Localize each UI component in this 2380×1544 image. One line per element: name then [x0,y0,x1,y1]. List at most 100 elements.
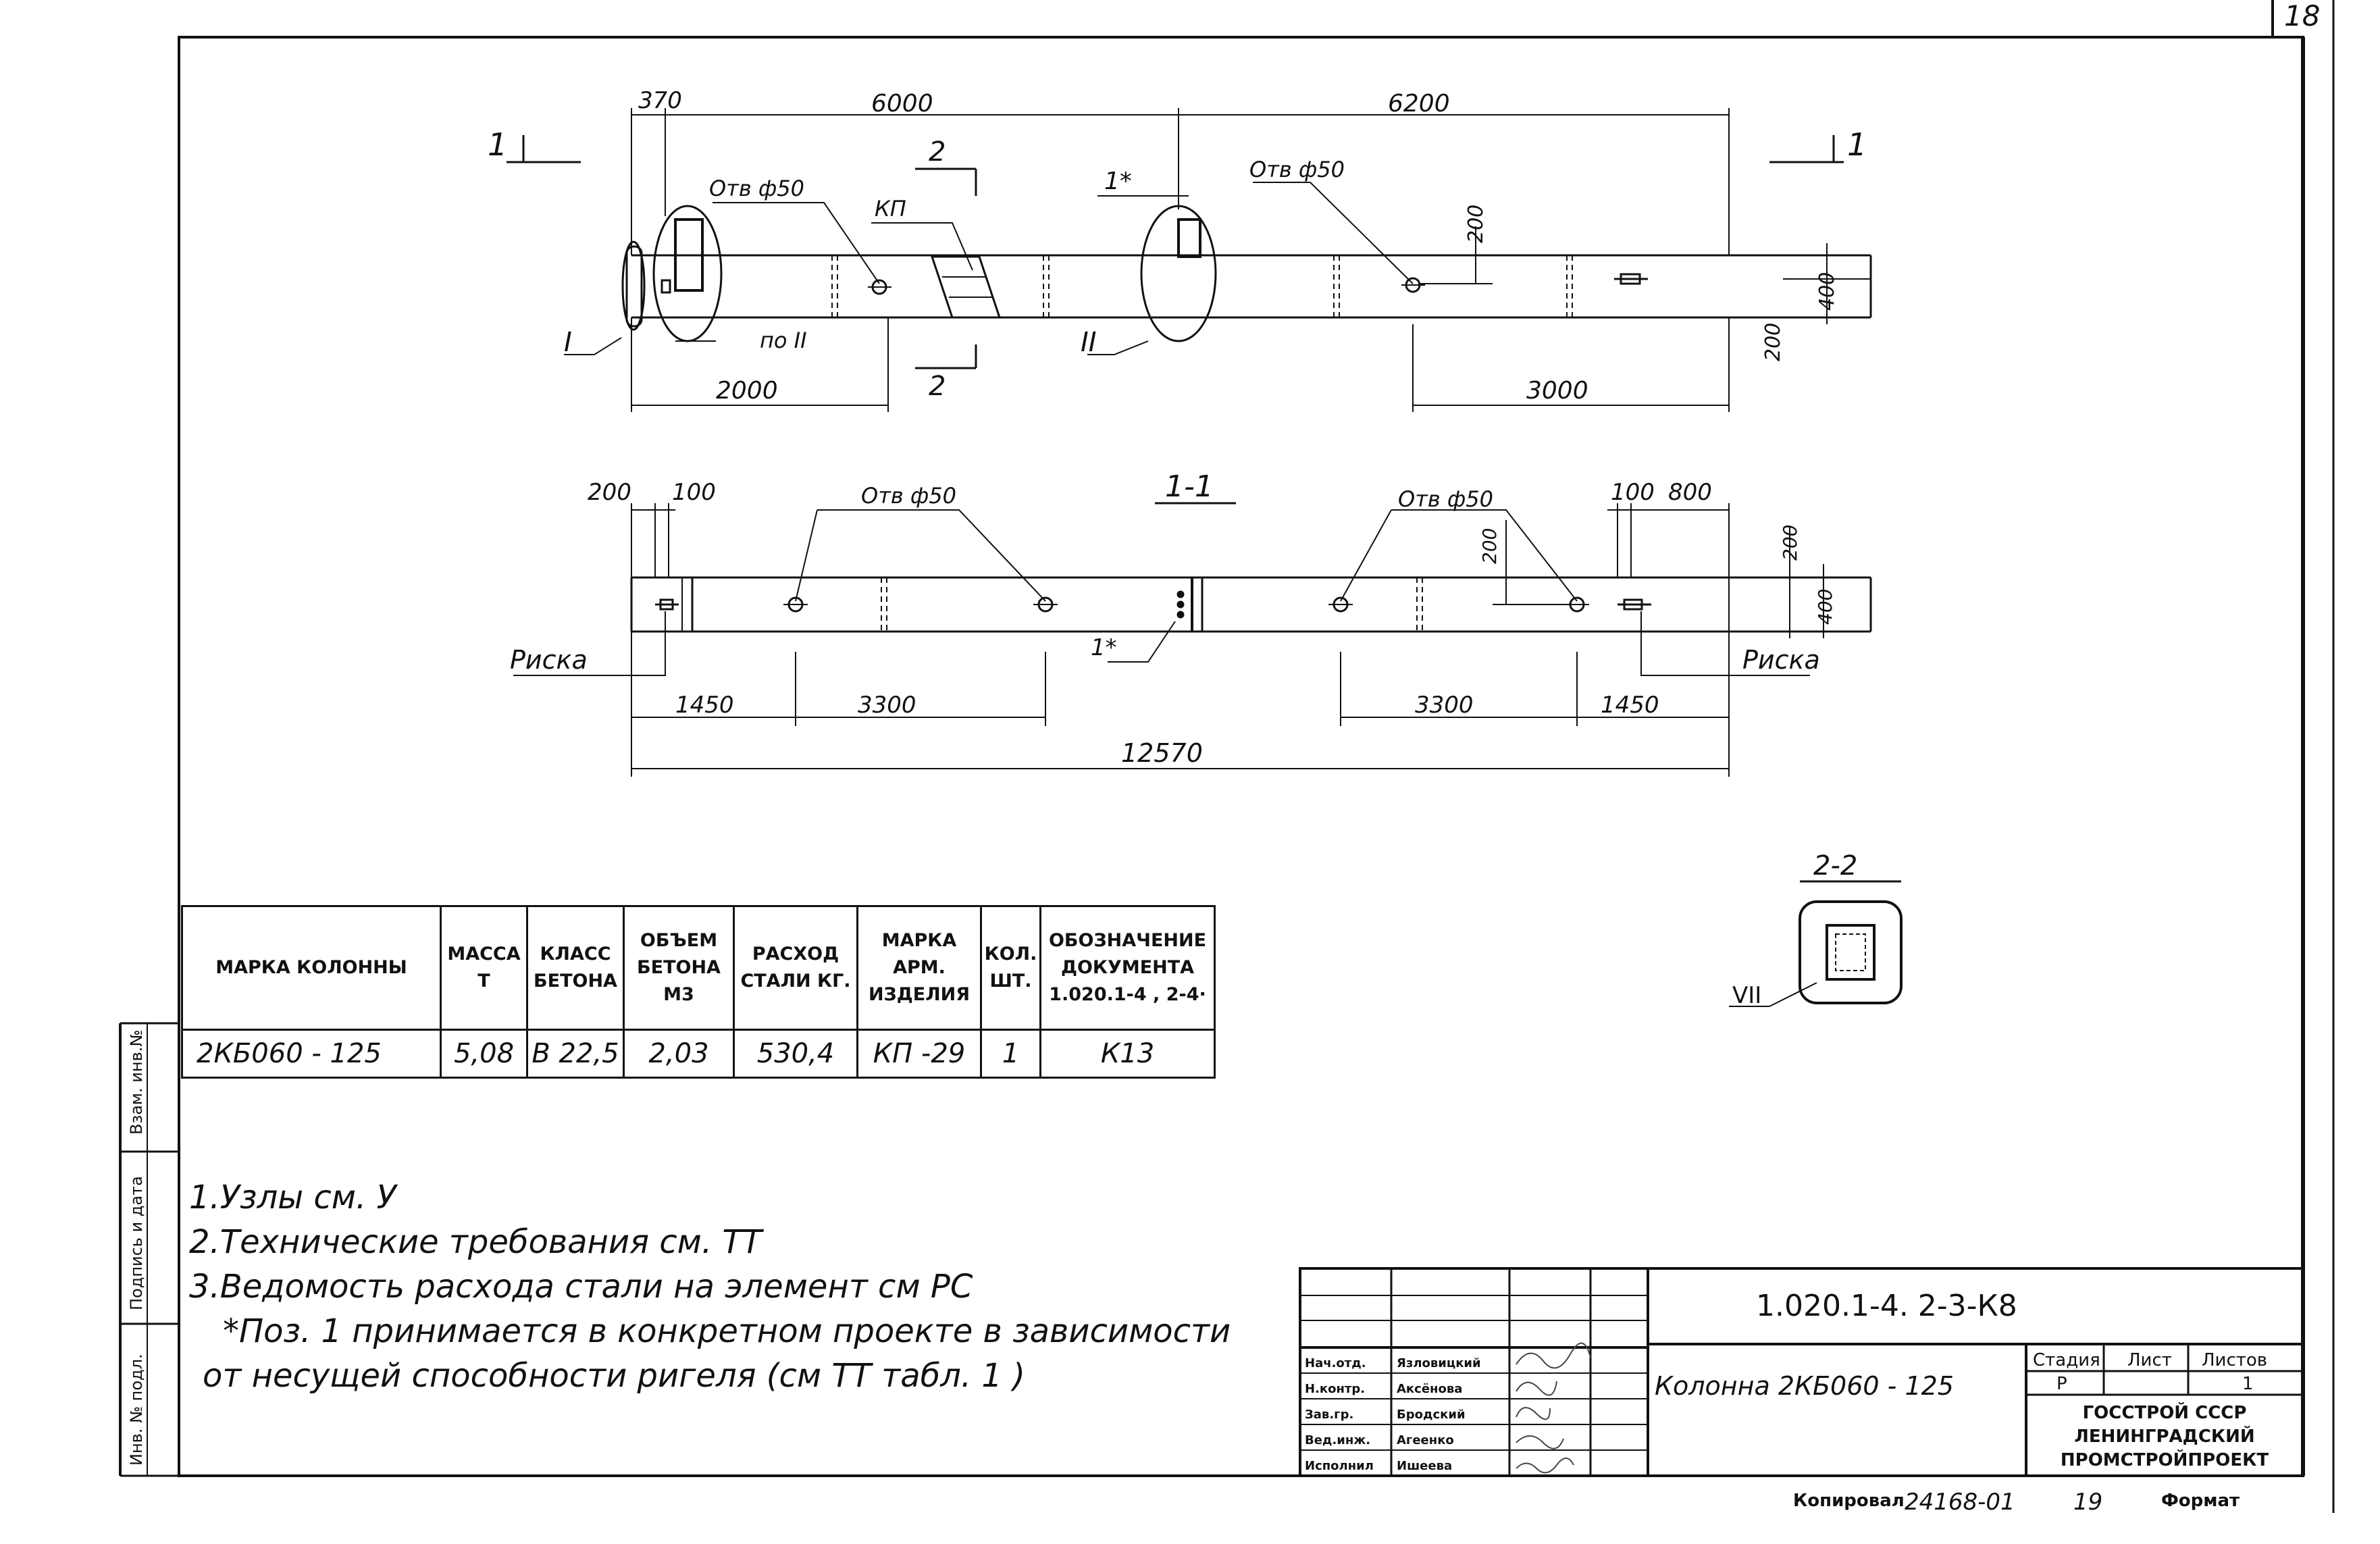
po-ii-label: по II [760,328,807,353]
stage-value: Р [2056,1374,2067,1394]
footer-copied-num: 24168-01 [1905,1489,2015,1516]
sheet-frame [119,0,2335,1513]
detail-label-1-top: 1* [1104,168,1132,195]
dim-400-side-1-1: 400 [1814,589,1836,625]
node-ii-left-oval [652,205,723,342]
sheets-header: Листов [2202,1350,2267,1370]
header-steel: РАСХОД СТАЛИ КГ. [733,905,858,1031]
dim-200-hole: 200 [1478,528,1501,564]
dim-200-side: 200 [1761,323,1785,361]
signatures [1516,1342,1591,1474]
dim-200-side-1-1: 200 [1779,525,1801,561]
hole-label-1-1-right: Отв ф50 [1398,486,1493,512]
dim-100-b: 100 [1611,479,1655,506]
notes: 1.Узлы см. У 2.Технические требования см… [189,1175,1231,1398]
cell-steel: 530,4 [733,1029,858,1079]
role-1: Н.контр. [1305,1382,1365,1396]
title-block [1299,1267,2304,1477]
name-1: Аксёнова [1397,1382,1462,1396]
note-5: от несущей способности ригеля (см ТТ таб… [203,1357,1025,1395]
section-mark-1-right: 1 [1847,126,1867,163]
header-qty: КОЛ. ШТ. [980,905,1041,1031]
spec-table-header: МАРКА КОЛОННЫ МАССА Т КЛАСС БЕТОНА ОБЪЕМ… [181,905,1216,1031]
dim-400: 400 [1815,272,1839,311]
role-2: Зав.гр. [1305,1408,1353,1422]
node-ii-label: II [1081,327,1097,358]
name-0: Язловицкий [1397,1356,1481,1370]
role-3: Вед.инж. [1305,1433,1370,1447]
name-2: Бродский [1397,1408,1466,1422]
sheets-value: 1 [2242,1374,2254,1394]
kp-label: КП [875,196,906,222]
page-number: 18 [2284,0,2320,32]
dim-total-12570: 12570 [1121,738,1203,768]
dim-200-top: 200 [1464,205,1488,243]
section-2-2 [1729,880,1903,1007]
hole-label-left: Отв ф50 [709,176,804,201]
role-0: Нач.отд. [1305,1356,1366,1370]
cell-arm-mark: КП -29 [856,1029,982,1079]
title-roles: Нач.отд. Н.контр. Зав.гр. Вед.инж. Испол… [1305,1356,1481,1473]
cell-volume: 2,03 [623,1029,735,1079]
dim-1450-left: 1450 [675,692,734,719]
note-4: *Поз. 1 принимается в конкретном проекте… [223,1312,1231,1350]
riska-right: Риска [1742,645,1820,675]
dim-100-a: 100 [672,479,716,506]
section-1-1-labels: 1-1 200 100 100 800 Отв ф50 Отв ф50 200 … [510,469,1836,768]
dim-1450-right: 1450 [1601,692,1659,719]
stamp-replace: Взам. инв.№ [127,1030,146,1135]
stage-header: Стадия [2033,1350,2100,1370]
hole-label-right: Отв ф50 [1249,157,1345,182]
note-2: 2.Технические требования см. ТТ [189,1223,762,1261]
dim-2000: 2000 [716,377,778,405]
dim-6200: 6200 [1388,90,1450,118]
header-mark: МАРКА КОЛОННЫ [181,905,442,1031]
drawing-title: Колонна 2КБ060 - 125 [1655,1371,1954,1401]
dim-6000: 6000 [871,90,933,118]
cell-mass: 5,08 [440,1029,528,1079]
dim-3300-right: 3300 [1415,692,1474,719]
section-2-2-node: VII [1732,982,1761,1009]
org-line-2: ЛЕНИНГРАДСКИЙ [2074,1425,2254,1447]
cell-qty: 1 [980,1029,1041,1079]
top-view-labels: 370 6000 6200 2000 3000 200 400 200 1 1 … [488,87,1867,405]
riska-left: Риска [510,645,588,675]
footer-format: Формат [2161,1491,2240,1511]
stage-block: Стадия Лист Листов Р 1 [2033,1350,2267,1394]
name-4: Ишеева [1397,1459,1452,1473]
note-1: 1.Узлы см. У [189,1179,396,1216]
section-1-1 [513,502,1872,777]
section-mark-2-top: 2 [929,136,946,168]
cell-mark: 2КБ060 - 125 [181,1029,442,1079]
spec-table: МАРКА КОЛОННЫ МАССА Т КЛАСС БЕТОНА ОБЪЕМ… [181,905,1216,1079]
role-4: Исполнил [1305,1459,1374,1473]
dim-800: 800 [1668,479,1712,506]
org-line-1: ГОССТРОЙ СССР [2083,1401,2247,1423]
cell-class: В 22,5 [526,1029,625,1079]
hole-label-1-1-left: Отв ф50 [861,483,956,509]
section-2-2-title: 2-2 [1813,850,1857,881]
organization: ГОССТРОЙ СССР ЛЕНИНГРАДСКИЙ ПРОМСТРОЙПРО… [2061,1401,2269,1470]
header-mass: МАССА Т [440,905,528,1031]
stamp-signature: Подпись и дата [127,1176,146,1310]
detail-label-1-1: 1* [1091,634,1117,661]
stamp-inventory: Инв. № подл. [127,1354,146,1466]
dim-3300-left: 3300 [858,692,916,719]
header-doc: ОБОЗНАЧЕНИЕ ДОКУМЕНТА 1.020.1-4 , 2-4· [1039,905,1216,1031]
side-stamp: Взам. инв.№ Подпись и дата Инв. № подл. [127,1030,146,1466]
table-row: 2КБ060 - 125 5,08 В 22,5 2,03 530,4 КП -… [181,1029,1216,1079]
header-class: КЛАСС БЕТОНА [526,905,625,1031]
top-view [507,108,1872,412]
footer-copied-page: 19 [2073,1489,2102,1516]
footer-copied: Копировал [1793,1491,1905,1511]
section-1-1-title: 1-1 [1165,469,1214,504]
name-3: Агеенко [1397,1433,1454,1447]
sheet-header: Лист [2127,1350,2172,1370]
dim-3000: 3000 [1526,377,1588,405]
section-mark-1-left: 1 [488,126,507,163]
cell-doc: К13 [1039,1029,1216,1079]
footer: Копировал 24168-01 19 Формат [1793,1489,2240,1516]
org-line-3: ПРОМСТРОЙПРОЕКТ [2061,1449,2269,1470]
section-mark-2-bottom: 2 [929,371,946,402]
